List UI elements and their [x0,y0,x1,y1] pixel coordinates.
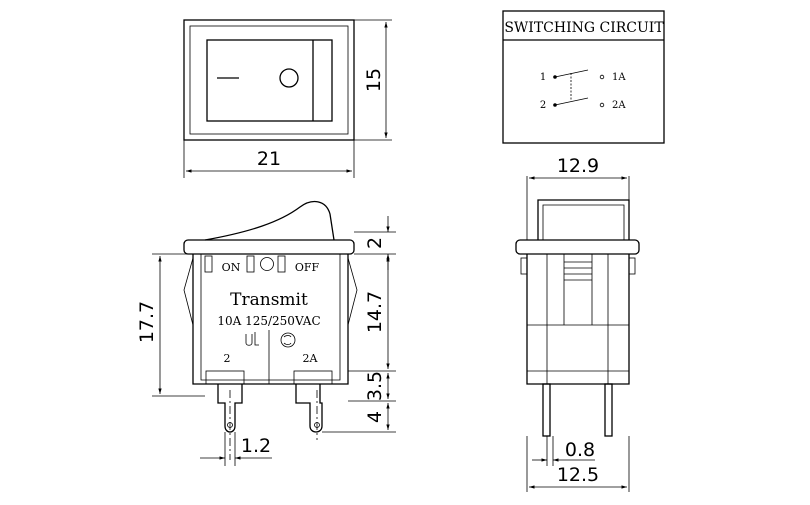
off-label: OFF [295,261,320,274]
dim-terminal-width: 1.2 [241,435,271,457]
terminal-right [295,384,323,433]
flange [183,239,355,255]
end-view: 12.9 0.8 12.5 [515,155,640,492]
dim-total-height: 17.7 [136,301,158,343]
terminal-left [217,384,243,433]
top-height-label: 15 [363,68,385,92]
dim-body-height: 14.7 [364,291,386,333]
switching-circuit: SWITCHING CIRCUIT 1 2 1A 2A [502,10,665,144]
terminal-right-label: 2A [303,352,319,365]
top-width-label: 21 [257,148,281,170]
top-view: 21 15 [183,19,392,178]
top-view-frame [183,19,355,141]
dim-rocker: 2 [364,237,386,249]
rocker [204,200,335,241]
on-mark-icon [279,68,299,88]
brand-label: Transmit [230,290,308,310]
svg-text:1: 1 [540,72,546,83]
ul-mark-icon [245,332,259,346]
rocker-face [206,39,333,122]
dim-bottom-width: 12.5 [557,464,599,486]
rating-label: 10A 125/250VAC [217,314,320,328]
on-label: ON [222,261,241,274]
end-rocker [537,199,630,240]
pin-right [604,383,613,437]
svg-text:1A: 1A [612,72,626,83]
pin-left [542,383,551,437]
dim-top-width: 12.9 [557,155,599,177]
circuit-title: SWITCHING CIRCUIT [504,20,664,36]
side-view: ON OFF Transmit 10A 125/250VAC 2 2A 17.7 [136,200,396,466]
dim-terminal-len: 4 [364,411,386,423]
svg-text:2: 2 [540,100,546,111]
csa-mark-icon [280,332,296,348]
dim-pin: 0.8 [565,439,595,461]
dim-terminal-gap: 3.5 [364,371,386,401]
svg-text:2A: 2A [612,100,626,111]
end-flange [515,239,640,255]
terminal-left-label: 2 [224,352,231,365]
